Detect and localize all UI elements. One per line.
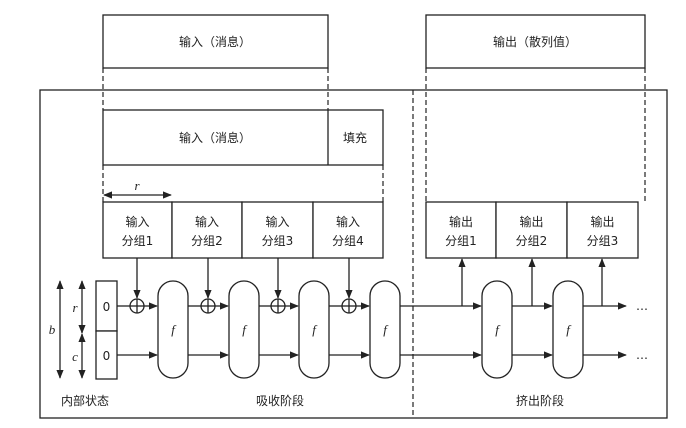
internal-state: 0 0 bbox=[95, 280, 118, 380]
block-line1: 输入 bbox=[336, 214, 360, 229]
block-line1: 输出 bbox=[590, 214, 614, 229]
permutation-f: f bbox=[369, 280, 401, 379]
f-label: f bbox=[566, 322, 572, 337]
block-line2: 分组4 bbox=[332, 234, 364, 248]
block-line2: 分组1 bbox=[122, 234, 154, 248]
state-r-zero: 0 bbox=[103, 300, 111, 314]
xor-icon bbox=[200, 298, 216, 314]
block-line2: 分组2 bbox=[516, 234, 548, 248]
block-line2: 分组3 bbox=[587, 234, 619, 248]
ellipsis: … bbox=[636, 348, 648, 362]
block-line2: 分组2 bbox=[191, 234, 223, 248]
permutation-f: f bbox=[298, 280, 330, 379]
state-c-zero: 0 bbox=[103, 349, 111, 363]
padding-label: 填充 bbox=[343, 130, 367, 145]
block-line1: 输入 bbox=[125, 214, 149, 229]
f-label: f bbox=[242, 322, 248, 337]
input-message-box: 输入（消息） bbox=[102, 14, 329, 69]
r-state-label: r bbox=[72, 300, 78, 315]
block-line1: 输出 bbox=[449, 214, 473, 229]
permutation-f: f bbox=[552, 280, 584, 379]
xor-icon bbox=[270, 298, 286, 314]
outer-frame bbox=[39, 89, 668, 419]
permutation-flow: f f f f f f … … bbox=[117, 258, 648, 379]
b-label: b bbox=[49, 322, 56, 337]
padded-message-box: 输入（消息） 填充 bbox=[102, 109, 384, 166]
absorb-phase-label: 吸收阶段 bbox=[256, 393, 304, 408]
f-label: f bbox=[312, 322, 318, 337]
block-line1: 输入 bbox=[265, 214, 289, 229]
permutation-f: f bbox=[157, 280, 189, 379]
f-label: f bbox=[383, 322, 389, 337]
f-label: f bbox=[495, 322, 501, 337]
squeeze-phase-label: 挤出阶段 bbox=[516, 393, 564, 408]
c-label: c bbox=[72, 349, 78, 364]
internal-state-label: 内部状态 bbox=[61, 393, 109, 408]
permutation-f: f bbox=[481, 280, 513, 379]
xor-icon bbox=[341, 298, 357, 314]
block-line2: 分组3 bbox=[262, 234, 294, 248]
r-label: r bbox=[134, 178, 140, 193]
padded-message-label: 输入（消息） bbox=[179, 130, 251, 145]
permutation-f: f bbox=[228, 280, 260, 379]
ellipsis: … bbox=[636, 299, 648, 313]
output-hash-label: 输出（散列值） bbox=[493, 34, 577, 49]
xor-icon bbox=[129, 298, 145, 314]
f-label: f bbox=[171, 322, 177, 337]
block-line2: 分组1 bbox=[445, 234, 477, 248]
block-line1: 输出 bbox=[519, 214, 543, 229]
output-hash-box: 输出（散列值） bbox=[425, 14, 646, 69]
input-message-label: 输入（消息） bbox=[179, 34, 251, 49]
block-line1: 输入 bbox=[195, 214, 219, 229]
